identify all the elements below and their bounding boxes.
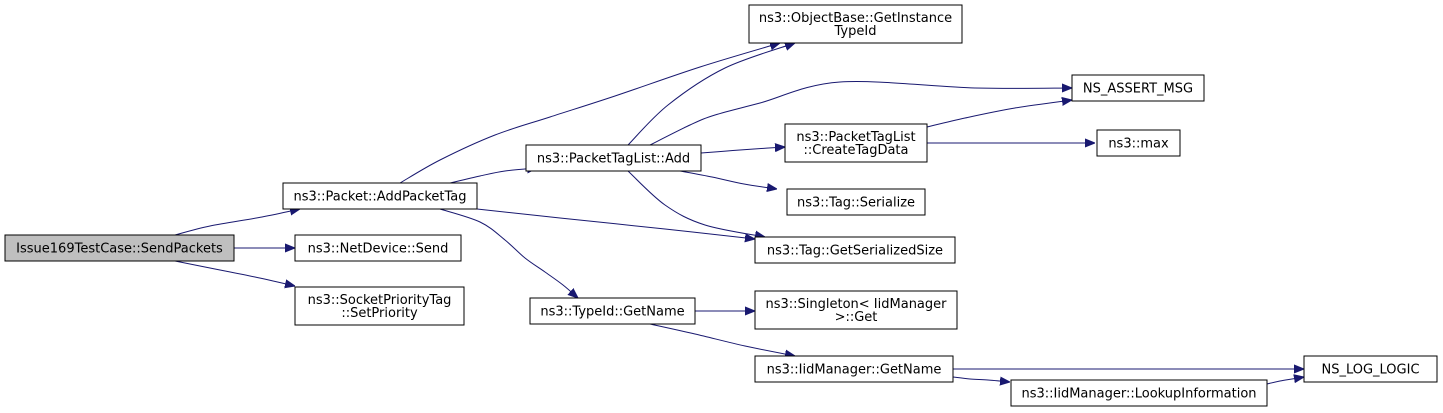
node-label: ::CreateTagData (803, 143, 908, 158)
edge-add_packet_tag-to-typeid_getname (439, 208, 578, 298)
node-set-priority[interactable]: ns3::SocketPriorityTag::SetPriority (294, 286, 465, 326)
edge-tag_list_add-to-get_instance_typeid (627, 43, 795, 146)
node-ns3-max[interactable]: ns3::max (1096, 129, 1181, 157)
edges-layer (174, 43, 1304, 385)
node-label: NS_LOG_LOGIC (1321, 363, 1419, 378)
node-label: ns3::IidManager::LookupInformation (1021, 387, 1256, 402)
node-ns-log-logic[interactable]: NS_LOG_LOGIC (1303, 355, 1438, 383)
edge-tag_list_add-to-create_tag_data (700, 147, 785, 154)
node-box (529, 297, 696, 325)
edge-add_packet_tag-to-get_instance_typeid (399, 43, 780, 184)
node-box (784, 123, 928, 163)
node-lookup-information[interactable]: ns3::IidManager::LookupInformation (1010, 379, 1268, 407)
node-label: ns3::TypeId::GetName (540, 305, 684, 320)
edge-tag_list_add-to-tag_serialize (679, 170, 777, 189)
node-iidmanager-getname[interactable]: ns3::IidManager::GetName (754, 355, 954, 383)
node-netdevice-send[interactable]: ns3::NetDevice::Send (294, 234, 462, 262)
edge-add_packet_tag-to-tag_get_serialized_size (476, 208, 755, 239)
node-box (282, 182, 478, 210)
node-label: Issue169TestCase::SendPackets (16, 242, 223, 257)
node-label: TypeId (834, 24, 877, 39)
edge-lookup_information-to-ns_log_logic (1266, 377, 1304, 385)
node-label: ns3::NetDevice::Send (308, 242, 449, 257)
node-box (754, 290, 958, 330)
node-box (786, 188, 926, 216)
nodes-layer: Issue169TestCase::SendPackets ns3::Packet… (4, 4, 1438, 407)
node-label: ::SetPriority (341, 306, 418, 321)
node-label: ns3::Singleton< IidManager (765, 297, 947, 312)
node-box (1096, 129, 1181, 157)
node-label: ns3::Tag::GetSerializedSize (767, 244, 943, 259)
node-box (294, 234, 462, 262)
node-box (1303, 355, 1438, 383)
edge-send_packets-to-set_priority (174, 260, 295, 286)
node-label: ns3::SocketPriorityTag (308, 293, 452, 308)
node-label: ns3::PacketTagList (796, 130, 915, 145)
node-label: ns3::PacketTagList::Add (537, 152, 690, 167)
node-box (525, 144, 702, 172)
node-box (294, 286, 465, 326)
node-tag-serialize[interactable]: ns3::Tag::Serialize (786, 188, 926, 216)
edge-iidmanager_getname-to-lookup_information (952, 377, 1010, 382)
node-box (748, 4, 963, 44)
edge-send_packets-to-add_packet_tag (174, 209, 300, 236)
node-label: NS_ASSERT_MSG (1083, 82, 1193, 97)
edge-add_packet_tag-to-tag_list_add (449, 168, 537, 184)
node-typeid-getname[interactable]: ns3::TypeId::GetName (529, 297, 696, 325)
node-label: ns3::Packet::AddPacketTag (293, 190, 466, 205)
node-box (754, 355, 954, 383)
edge-typeid_getname-to-iidmanager_getname (649, 323, 795, 356)
node-label: >::Get (835, 310, 878, 325)
node-singleton-get[interactable]: ns3::Singleton< IidManager >::Get (754, 290, 958, 330)
node-box (4, 234, 235, 262)
node-tag-list-add[interactable]: ns3::PacketTagList::Add (525, 144, 702, 172)
node-label: ns3::ObjectBase::GetInstance (759, 11, 952, 26)
edge-create_tag_data-to-ns_assert_msg (926, 100, 1072, 128)
node-send-packets[interactable]: Issue169TestCase::SendPackets (4, 234, 235, 262)
node-box (754, 236, 956, 264)
edge-tag_list_add-to-tag_get_serialized_size (627, 170, 765, 237)
node-box (1071, 74, 1205, 102)
node-add-packet-tag[interactable]: ns3::Packet::AddPacketTag (282, 182, 478, 210)
node-create-tag-data[interactable]: ns3::PacketTagList::CreateTagData (784, 123, 928, 163)
node-label: ns3::IidManager::GetName (767, 363, 942, 378)
edge-tag_list_add-to-ns_assert_msg (649, 81, 1072, 146)
node-label: ns3::max (1108, 137, 1169, 152)
node-tag-get-serialized-size[interactable]: ns3::Tag::GetSerializedSize (754, 236, 956, 264)
node-box (1010, 379, 1268, 407)
node-ns-assert-msg[interactable]: NS_ASSERT_MSG (1071, 74, 1205, 102)
node-label: ns3::Tag::Serialize (797, 196, 915, 211)
